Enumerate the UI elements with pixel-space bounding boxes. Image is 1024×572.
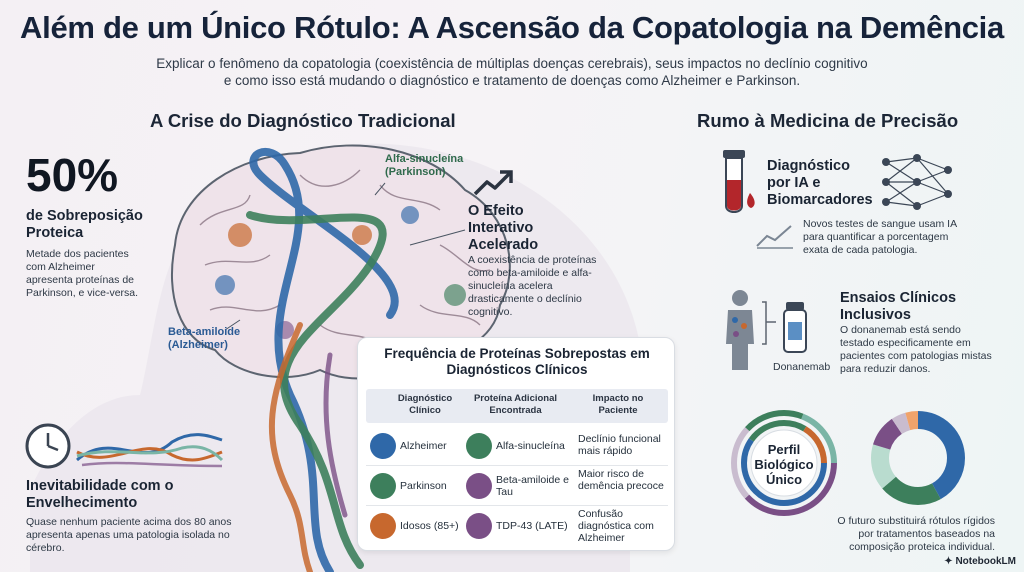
amyloid-tau-icon (466, 473, 492, 499)
patient-drug-illustration (726, 290, 807, 370)
label-alpha-synuclein: Alfa-sinucleína (Parkinson) (385, 153, 464, 178)
alpha-synuclein-strand (246, 211, 387, 569)
label-beta-amyloid: Beta-amiloide (Alzheimer) (168, 326, 241, 351)
sparkle-icon: ✦ (944, 556, 953, 567)
table-row: Parkinson Beta-amiloide e Tau Maior risc… (366, 466, 668, 506)
hand-icon (370, 473, 396, 499)
cell-protein: TDP-43 (LATE) (496, 520, 568, 532)
trials-text: O donanemab está sendo testado especific… (840, 324, 992, 375)
tdp43-deposit (228, 223, 252, 247)
line-chart-icon (756, 225, 793, 249)
cell-diagnosis: Parkinson (400, 480, 447, 492)
cell-protein: Beta-amiloide e Tau (496, 474, 569, 498)
leader-beta (224, 319, 241, 331)
effect-text: A coexistência de proteínas como beta-am… (468, 254, 597, 318)
page-subtitle: Explicar o fenômeno da copatologia (coex… (130, 55, 894, 89)
trials-title: Ensaios Clínicos Inclusivos (840, 290, 957, 323)
brain-icon (370, 433, 396, 459)
stat-value: 50% (26, 149, 119, 201)
effect-title: O Efeito Interativo Acelerado (468, 203, 539, 253)
ai-title: Diagnóstico por IA e Biomarcadores (767, 158, 873, 208)
brand-name: NotebookLM (955, 556, 1016, 567)
cell-impact: Declínio funcional mais rápido (578, 433, 661, 457)
brand-logo: ✦ NotebookLM (944, 556, 1016, 567)
protein-composition-donut (871, 411, 965, 505)
cell-diagnosis: Alzheimer (400, 440, 447, 452)
cell-impact: Confusão diagnóstica com Alzheimer (578, 508, 654, 544)
aging-text: Quase nenhum paciente acima dos 80 anos … (26, 516, 232, 554)
elderly-person-icon (370, 513, 396, 539)
stat-title: de Sobreposição Proteica (26, 208, 143, 241)
future-text: O futuro substituirá rótulos rígidos por… (837, 515, 995, 553)
leader-effect (409, 229, 466, 246)
left-section-heading: A Crise do Diagnóstico Tradicional (150, 110, 456, 131)
synuclein-deposit (444, 284, 466, 306)
cell-impact: Maior risco de demência precoce (578, 468, 664, 492)
leader-alpha (374, 182, 386, 196)
biological-profile-donut (731, 410, 837, 516)
trend-up-icon (473, 170, 513, 196)
right-section-heading: Rumo à Medicina de Precisão (697, 110, 959, 131)
amyloid-deposit (401, 206, 419, 224)
amyloid-deposit (215, 275, 235, 295)
table-row: Alzheimer Alfa-sinucleína Declínio funci… (366, 426, 668, 466)
aging-strand-blue (76, 433, 223, 462)
brain-gyri (199, 169, 491, 346)
brain-outline (171, 144, 511, 380)
drug-label: Donanemab (773, 361, 831, 373)
table-header-impact: Impacto no Paciente (592, 393, 644, 416)
tdp43-strand (268, 322, 313, 572)
aging-strand-teal (76, 445, 224, 462)
table-header-diagnosis: Diagnóstico Clínico (397, 393, 453, 416)
table-row: Idosos (85+) TDP-43 (LATE) Confusão diag… (366, 506, 668, 546)
test-tube-icon (723, 150, 755, 213)
aging-strand-purple (81, 461, 223, 468)
tdp43-deposit (352, 225, 372, 245)
cell-diagnosis: Idosos (85+) (400, 520, 459, 532)
person-icon (732, 290, 748, 306)
table-header-protein: Proteína Adicional Encontrada (473, 393, 558, 416)
cell-protein: Alfa-sinucleína (496, 440, 565, 452)
table-header: Diagnóstico Clínico Proteína Adicional E… (366, 389, 668, 423)
neural-network-icon (882, 154, 952, 210)
beta-amyloid-strand (249, 147, 399, 572)
stat-text: Metade dos pacientes com Alzheimer apres… (26, 248, 139, 299)
aging-title: Inevitabilidade com o Envelhecimento (26, 478, 174, 511)
page-title: Além de um Único Rótulo: A Ascensão da C… (20, 10, 1004, 45)
protein-frequency-table: Frequência de Proteínas Sobrepostas em D… (357, 337, 675, 551)
aging-illustration (25, 423, 224, 469)
subtitle-line-2: e como isso está mudando o diagnóstico e… (223, 73, 801, 88)
tdp43-icon (466, 513, 492, 539)
vial-icon (786, 302, 804, 310)
table-title: Frequência de Proteínas Sobrepostas em D… (384, 346, 650, 377)
ai-text: Novos testes de sangue usam IA para quan… (803, 218, 957, 256)
subtitle-line-1: Explicar o fenômeno da copatologia (coex… (156, 56, 868, 71)
blood-drop-icon (747, 193, 755, 208)
tau-strand (323, 352, 348, 518)
synuclein-icon (466, 433, 492, 459)
profile-label: Perfil Biológico Único (754, 442, 814, 487)
